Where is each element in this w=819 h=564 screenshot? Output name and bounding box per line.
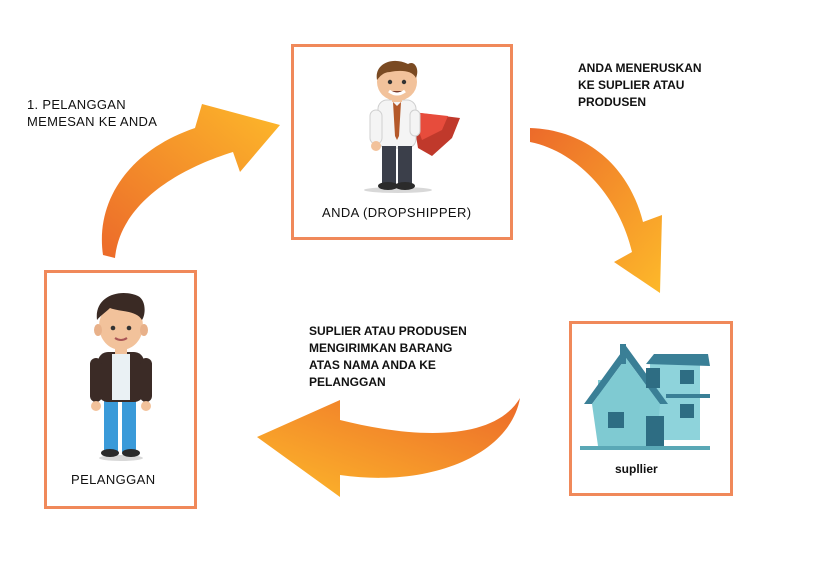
step3-line: SUPLIER ATAU PRODUSEN [309,324,467,338]
businessman-cape-icon [364,60,460,193]
step3-caption: SUPLIER ATAU PRODUSEN MENGIRIMKAN BARANG… [309,323,467,391]
arrow-dropshipper-to-supplier [530,128,662,293]
step2-line: KE SUPLIER ATAU [578,78,685,92]
step3-line: MENGIRIMKAN BARANG [309,341,453,355]
step3-line: ATAS NAMA ANDA KE [309,358,436,372]
house-icon [580,344,710,450]
step3-line: PELANGGAN [309,375,386,389]
young-man-icon [90,293,152,461]
customer-label: PELANGGAN [71,472,156,487]
step2-caption: ANDA MENERUSKAN KE SUPLIER ATAU PRODUSEN [578,60,702,111]
step2-line: PRODUSEN [578,95,647,109]
arrow-supplier-to-customer [257,398,520,497]
arrow-customer-to-dropshipper [101,104,280,258]
step2-line: ANDA MENERUSKAN [578,61,702,75]
dropshipper-label: ANDA (DROPSHIPPER) [322,205,472,220]
supplier-label: supllier [615,462,658,476]
step1-caption: 1. PELANGGAN MEMESAN KE ANDA [27,96,157,130]
step1-line: MEMESAN KE ANDA [27,114,158,129]
step1-line: 1. PELANGGAN [27,97,126,112]
